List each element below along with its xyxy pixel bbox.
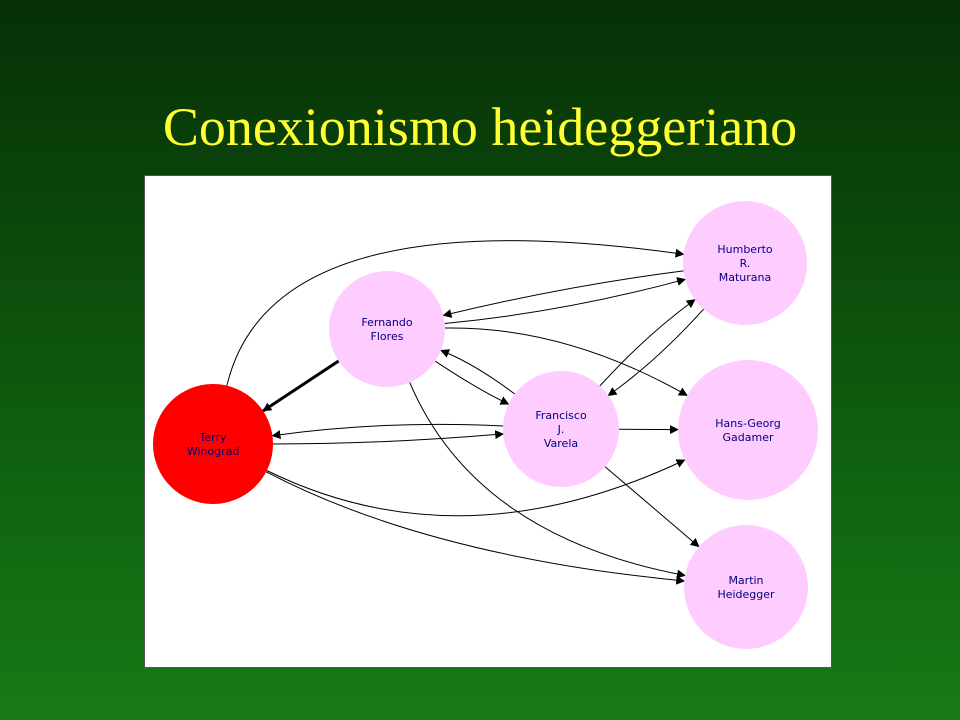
edge-fernando-to-francisco [435, 360, 510, 405]
node-label-fernando: Flores [371, 330, 404, 343]
edge-francisco-to-terry [271, 423, 504, 440]
node-circle-martin [684, 525, 808, 649]
node-label-francisco: J. [557, 423, 565, 436]
edge-humberto-to-francisco [607, 308, 704, 397]
node-circle-fernando [329, 271, 445, 387]
node-circle-terry [153, 384, 273, 504]
edge-francisco-to-fernando [440, 349, 516, 395]
node-label-humberto: Maturana [719, 271, 772, 284]
edge-fernando-to-hans [444, 327, 688, 396]
edge-terry-to-francisco [272, 430, 505, 445]
node-circle-francisco [503, 371, 619, 487]
edge-terry-to-martin [265, 471, 686, 585]
node-label-terry: Terry [199, 431, 227, 444]
edge-francisco-to-humberto [599, 299, 696, 387]
edge-humberto-to-fernando [442, 270, 684, 318]
edge-fernando-to-humberto [444, 277, 687, 324]
node-label-francisco: Varela [544, 437, 578, 450]
node-label-martin: Heidegger [717, 588, 775, 601]
edge-terry-to-humberto [226, 240, 685, 386]
node-circle-hans [678, 360, 818, 500]
node-label-terry: Winograd [187, 445, 240, 458]
edge-fernando-to-martin [409, 382, 686, 579]
node-label-martin: Martin [728, 574, 763, 587]
node-label-humberto: R. [740, 257, 751, 270]
node-label-fernando: Fernando [361, 316, 412, 329]
node-label-francisco: Francisco [535, 409, 587, 422]
edge-fernando-to-terry [262, 359, 340, 413]
node-label-hans: Gadamer [723, 431, 774, 444]
edge-francisco-to-martin [604, 466, 700, 548]
edge-terry-to-hans [266, 459, 686, 517]
node-circle-humberto [683, 201, 807, 325]
node-label-hans: Hans-Georg [715, 417, 780, 430]
node-label-humberto: Humberto [717, 243, 773, 256]
slide-title: Conexionismo heideggeriano [162, 97, 798, 157]
